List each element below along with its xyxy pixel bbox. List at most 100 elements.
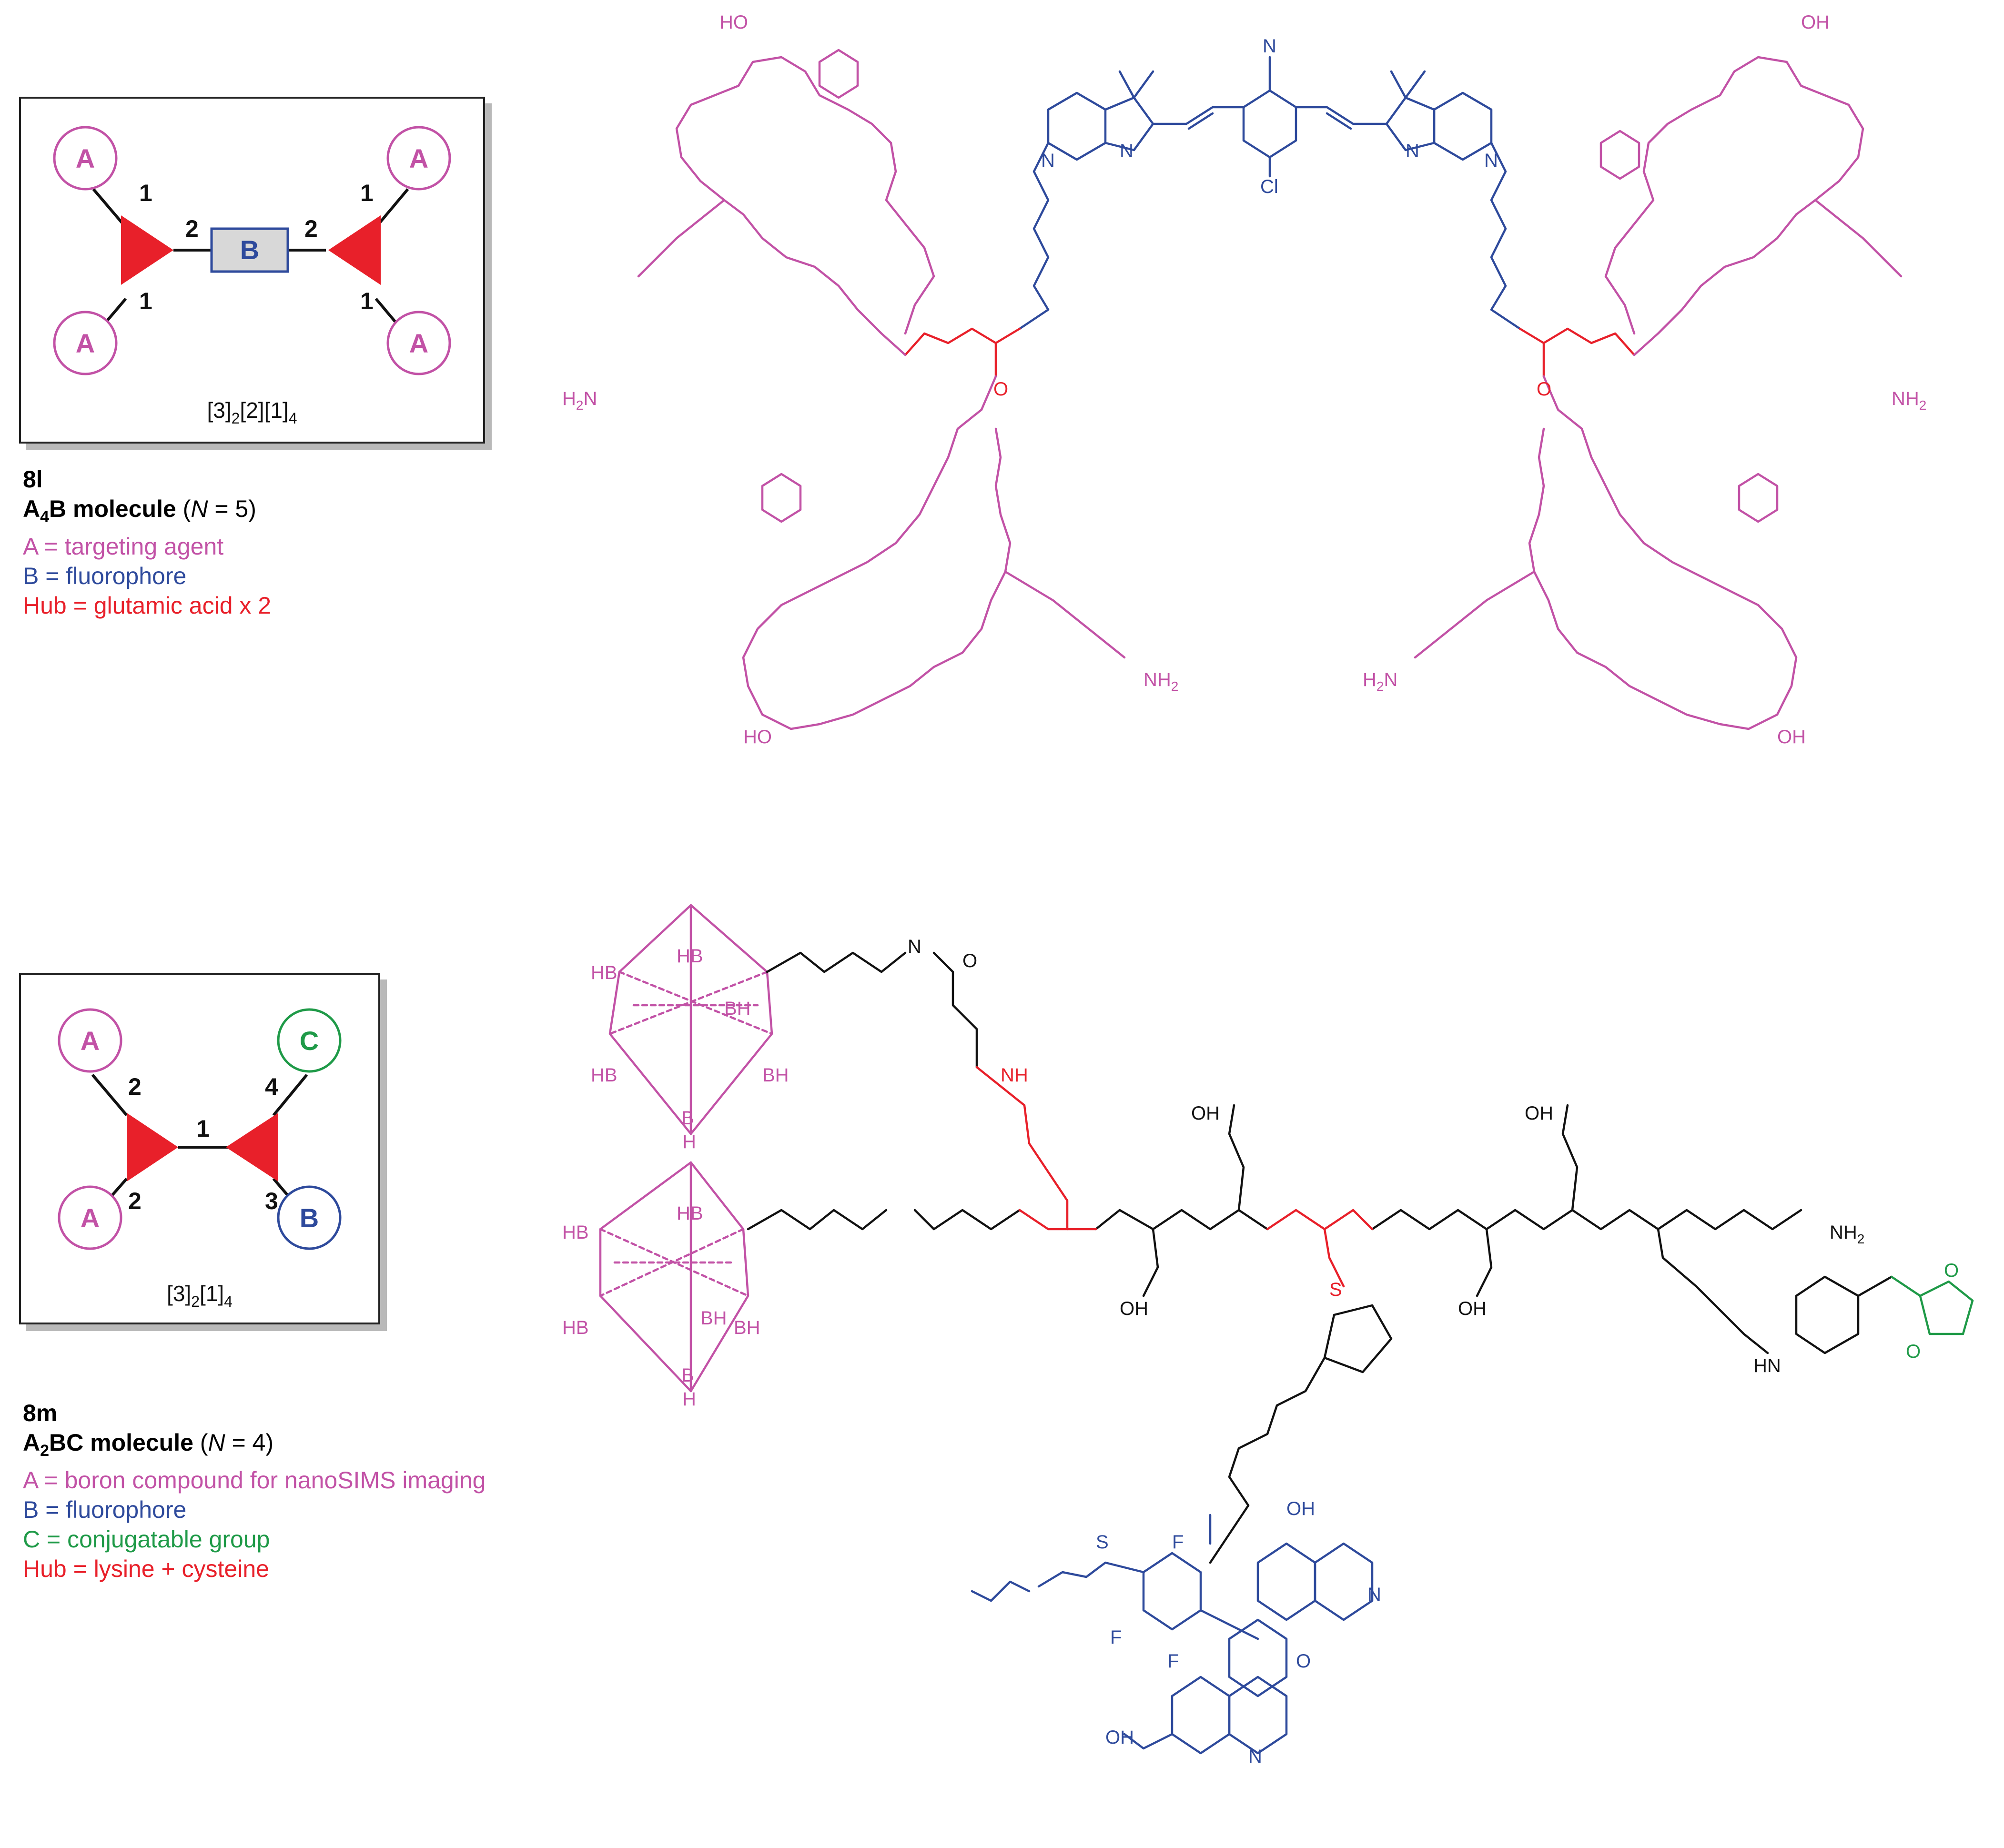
legend-a-8m: A = boron compound for nanoSIMS imaging [23,1467,486,1494]
node-b-circle [277,1185,342,1250]
edge-label-ml: 2 [185,215,199,242]
edge-label-tr: 1 [360,180,374,206]
atom-bh-2: BH [762,1065,789,1086]
atom-f-3: F [1167,1651,1179,1672]
atom-bh-3: BH [700,1308,727,1329]
atom-oh-fluor-1: OH [1105,1727,1134,1748]
node-c-circle [277,1008,342,1073]
atom-n-center: N [1263,36,1276,57]
atom-o-linker-top: O [962,950,977,971]
hub-triangle-right [328,215,381,285]
schematic-panel-8m: A A C B 2 2 1 4 3 [3]2[1]4 [19,973,380,1324]
hub-triangle-left [121,215,173,285]
carborane-cage-bottom [599,1161,749,1393]
caption-8m: 8m A2BC molecule (N = 4) A = boron compo… [23,1398,486,1584]
atom-h-bottom: H [682,1389,696,1410]
atom-o-maleimide-2: O [1906,1341,1921,1362]
atom-nh2-terminal: NH2 [1830,1222,1864,1246]
edge-label-br: 3 [265,1188,278,1214]
title-8m: A2BC molecule (N = 4) [23,1429,273,1460]
atom-oh-bottom-right: OH [1777,727,1806,747]
edge-label-tl: 1 [139,180,152,206]
atom-n-right: N [1484,150,1498,171]
rhodamine-fluorophore-8m [971,1514,1374,1755]
atom-o-xanthene: O [1296,1651,1311,1672]
node-a-label-bl: A [81,1203,100,1233]
hub-glutamic-8l [904,327,1636,378]
atom-hb-2: HB [677,946,703,967]
hub-lys-cys-8m [975,1066,1374,1288]
edge-label-bl: 1 [139,288,152,314]
atom-n-plus-fluor: N [1248,1746,1262,1767]
peptide-backbone-8m [747,951,1893,1564]
atom-bh-1: BH [724,998,751,1019]
edge-label-bl: 2 [128,1188,142,1214]
atom-cl: Cl [1260,176,1278,197]
node-b-label: B [240,235,259,265]
node-a-label-tl: A [76,143,95,173]
node-a-circle-bl [58,1185,122,1250]
atom-f-2: F [1110,1627,1122,1648]
atom-nh-lys: NH [1001,1065,1028,1086]
atom-n-plus-left: N [1041,150,1055,171]
topology-notation-8m: [3]2[1]4 [167,1281,233,1310]
atom-n-fluor: N [1367,1584,1381,1605]
maleimide-8m [1890,1275,1974,1335]
carborane-cage-top [608,904,773,1135]
atom-nh2-bottom-left: NH2 [1144,669,1178,694]
atom-h2n-left: H2N [562,388,597,413]
atom-hb-4: HB [562,1222,589,1243]
node-a-circle-tl [53,126,118,191]
atom-b-top: B [681,1108,694,1129]
atom-s-cys: S [1329,1279,1342,1300]
atom-oh-asp-2: OH [1458,1298,1487,1319]
atom-oh-glu-1: OH [1191,1103,1220,1124]
node-a-label-tr: A [409,143,428,173]
atom-labels-8l: N N N Cl N N O O HO OH H2N NH2 HO OH NH2… [562,12,1926,747]
edge-label-mr: 2 [304,215,318,242]
caption-8l: 8l A4B molecule (N = 5) A = targeting ag… [23,465,271,620]
atom-oh-asp-1: OH [1120,1298,1148,1319]
node-b-label: B [300,1203,319,1233]
edge-label-mid: 1 [196,1115,210,1142]
atom-bh-4: BH [734,1317,760,1338]
hub-triangle-right [226,1113,278,1182]
atom-h2n-bottom-right: H2N [1363,669,1397,694]
atom-oh-fluor-2: OH [1286,1498,1315,1519]
atom-ho-top-left: HO [719,12,748,33]
legend-b-8m: B = fluorophore [23,1496,187,1523]
schematic-panel-8l: B A A A A 1 1 2 2 1 1 [3]2[2][1]4 [19,97,485,444]
fluorophore-core-8l [1018,56,1521,330]
node-a-label-bl: A [76,328,95,358]
atom-n-linker-top: N [908,936,921,957]
hub-triangle-left [127,1113,178,1182]
atom-f-1: F [1172,1532,1184,1553]
atom-labels-8m: HB HB BH BH HB B H HB HB BH BH HB B H N … [562,936,1959,1767]
legend-c-8m: C = conjugatable group [23,1526,270,1553]
title-8l: A4B molecule (N = 5) [23,495,256,526]
compound-id-8l: 8l [23,466,43,493]
atom-o-hub-right: O [1537,379,1551,400]
node-a-circle-bl [53,311,118,375]
cyclic-peptide-8l [637,49,1903,730]
atom-oh-top-right: OH [1801,12,1830,33]
node-b-box [210,227,289,273]
atom-hb-5: HB [677,1203,703,1224]
atom-hb-1: HB [591,962,617,983]
legend-b-8l: B = fluorophore [23,563,187,589]
node-a-circle-tr [386,126,451,191]
atom-o-hub-left: O [993,379,1008,400]
atom-b-bottom: B [681,1365,694,1386]
topology-notation-8l: [3]2[2][1]4 [207,398,297,427]
atom-oh-glu-2: OH [1525,1103,1553,1124]
schematic-8l-graphic: B A A A A 1 1 2 2 1 1 [3]2[2][1]4 [53,126,451,427]
atom-hn-lys2: HN [1753,1355,1781,1376]
edge-label-br: 1 [360,288,374,314]
atom-s-fluor: S [1096,1532,1109,1553]
atom-n-left: N [1120,141,1134,162]
legend-a-8l: A = targeting agent [23,533,224,560]
node-a-label-tl: A [81,1026,100,1056]
compound-id-8m: 8m [23,1400,58,1426]
edge-label-tl: 2 [128,1073,142,1100]
atom-hb-3: HB [591,1065,617,1086]
